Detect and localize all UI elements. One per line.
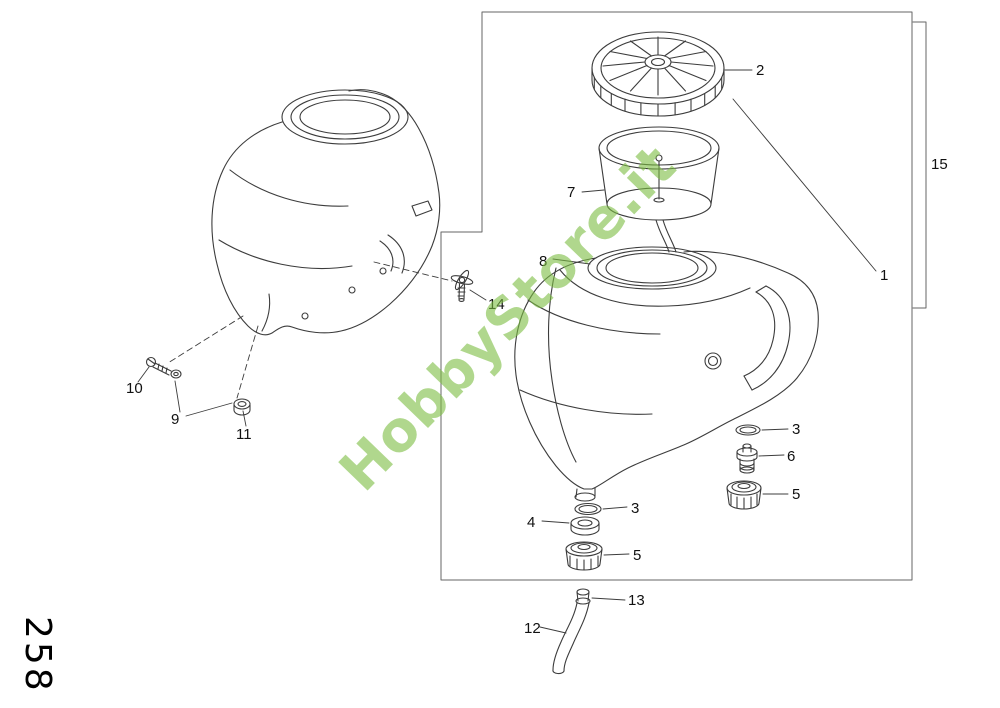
dashed-alignment-lines — [167, 261, 453, 399]
fuel-tank — [514, 250, 819, 502]
part-label-3a: 3 — [792, 421, 801, 438]
wing-screw — [450, 269, 487, 302]
leader-lines-right — [758, 428, 789, 495]
part-label-2: 2 — [756, 62, 765, 79]
part-label-5b: 5 — [633, 547, 642, 564]
part-label-12: 12 — [524, 620, 541, 637]
fuel-tap-parts — [565, 502, 603, 571]
part-label-9: 9 — [171, 411, 180, 428]
filter-cup — [581, 126, 720, 221]
part-label-15: 15 — [931, 156, 948, 173]
leader-lines-bottom — [539, 506, 630, 634]
part-label-13: 13 — [628, 592, 645, 609]
part-label-3b: 3 — [631, 500, 640, 517]
part-label-7: 7 — [567, 184, 576, 201]
part-label-10: 10 — [126, 380, 143, 397]
drain-valve-parts — [726, 424, 762, 510]
tank-filler-neck — [552, 246, 717, 290]
assembly-boundary-box — [440, 11, 927, 581]
fuel-hose — [552, 588, 591, 675]
fuel-tank-ghost-view — [211, 89, 441, 336]
tank-cap — [591, 31, 753, 117]
part-label-11: 11 — [236, 426, 252, 443]
leader-lines-left — [137, 366, 247, 427]
part-label-8: 8 — [539, 253, 548, 270]
part-label-6: 6 — [787, 448, 796, 465]
part-label-5a: 5 — [792, 486, 801, 503]
page-number: 258 — [17, 616, 58, 694]
leader-line-part1 — [732, 98, 877, 272]
part-label-4: 4 — [527, 514, 536, 531]
mounting-screw-washer-nut — [145, 356, 251, 416]
part-label-1: 1 — [880, 267, 889, 284]
vent-tube — [655, 219, 677, 253]
part-label-14: 14 — [488, 296, 505, 313]
